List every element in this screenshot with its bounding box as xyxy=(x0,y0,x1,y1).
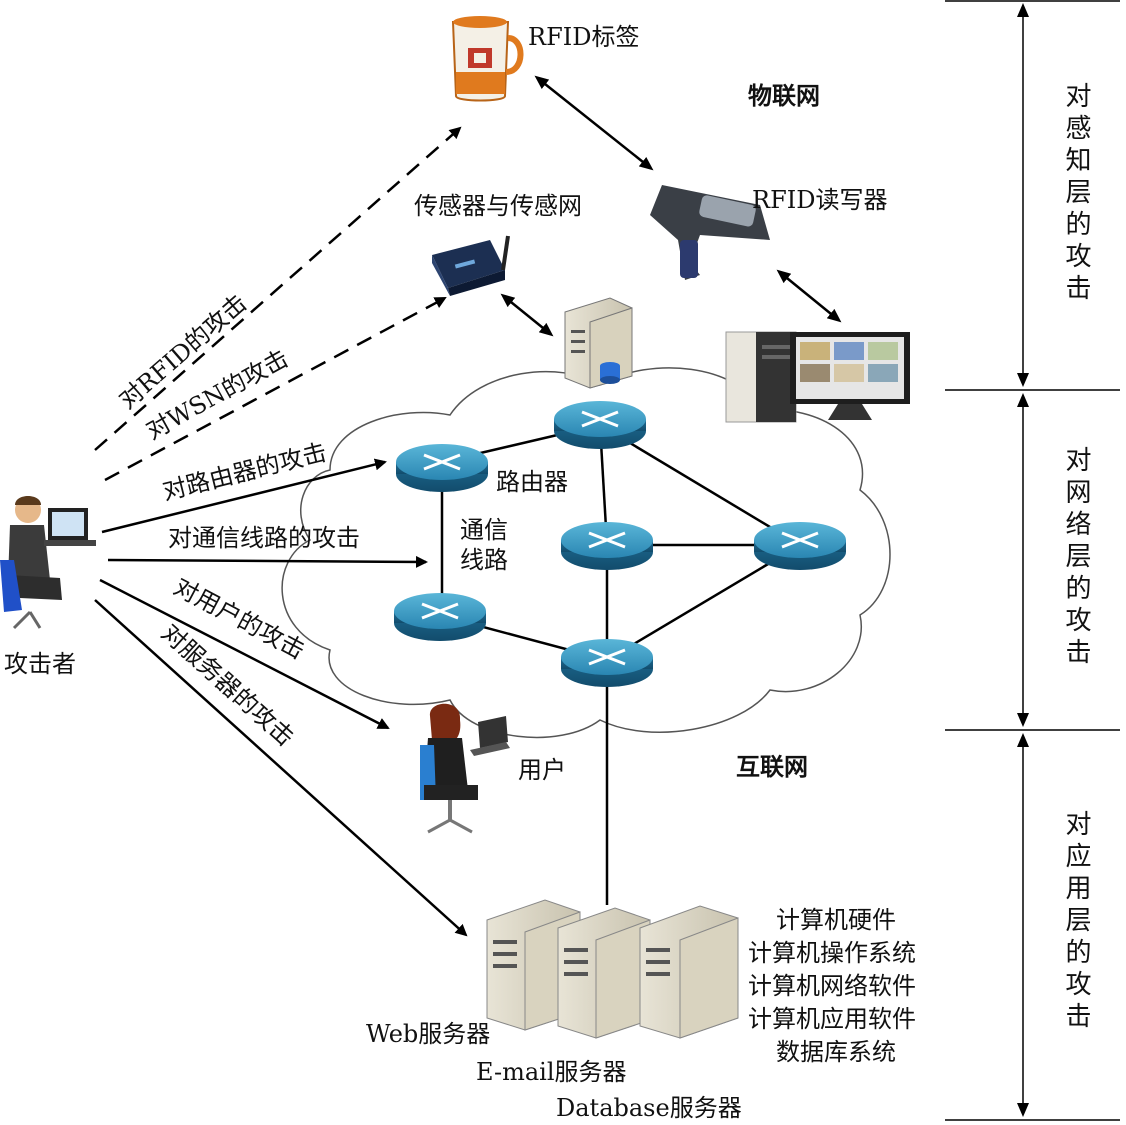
user-label: 用户 xyxy=(518,756,566,784)
layer-label-application: 对应用层的攻击 xyxy=(1061,810,1091,1034)
attacker-icon xyxy=(0,496,96,630)
database-server-icon xyxy=(639,905,739,1039)
internet-label: 互联网 xyxy=(736,752,808,781)
router-icon xyxy=(561,639,653,687)
router-icon xyxy=(394,593,486,641)
target-item: 计算机网络软件 xyxy=(748,972,916,1000)
target-item: 计算机硬件 xyxy=(776,906,896,934)
user-icon xyxy=(420,703,510,834)
rfid-tag-label: RFID标签 xyxy=(528,23,639,51)
sensor-network-label: 传感器与传感网 xyxy=(414,192,582,220)
database-server-label: Database服务器 xyxy=(556,1094,742,1122)
web-server-label: Web服务器 xyxy=(366,1020,490,1048)
iot-links xyxy=(500,75,842,337)
router-icon xyxy=(561,522,653,570)
layer-label-perception: 对感知层的攻击 xyxy=(1061,82,1091,306)
comm-line-label: 线路 xyxy=(460,546,508,574)
router-icon xyxy=(554,401,646,449)
router-icon xyxy=(754,522,846,570)
desktop-computer-icon xyxy=(725,331,910,423)
attack-arrows xyxy=(94,126,468,937)
email-server-label: E-mail服务器 xyxy=(476,1058,627,1086)
rfid-tag-icon xyxy=(451,16,524,102)
layer-label-network: 对网络层的攻击 xyxy=(1061,446,1091,670)
attack-line-label: 对通信线路的攻击 xyxy=(168,524,360,552)
comm-line-label: 通信 xyxy=(460,516,508,544)
layer-dividers xyxy=(945,0,1120,1121)
target-item: 计算机应用软件 xyxy=(748,1005,916,1033)
iot-label: 物联网 xyxy=(748,81,820,110)
gateway-server-icon xyxy=(564,297,633,389)
attacker-label: 攻击者 xyxy=(4,650,76,678)
router-icon xyxy=(396,444,488,492)
target-item: 数据库系统 xyxy=(776,1038,896,1066)
target-item: 计算机操作系统 xyxy=(748,939,916,967)
rfid-reader-icon xyxy=(650,185,770,280)
sensor-icon xyxy=(432,235,510,296)
rfid-reader-label: RFID读写器 xyxy=(752,186,887,214)
router-label: 路由器 xyxy=(496,468,568,496)
email-server-icon xyxy=(557,907,651,1039)
